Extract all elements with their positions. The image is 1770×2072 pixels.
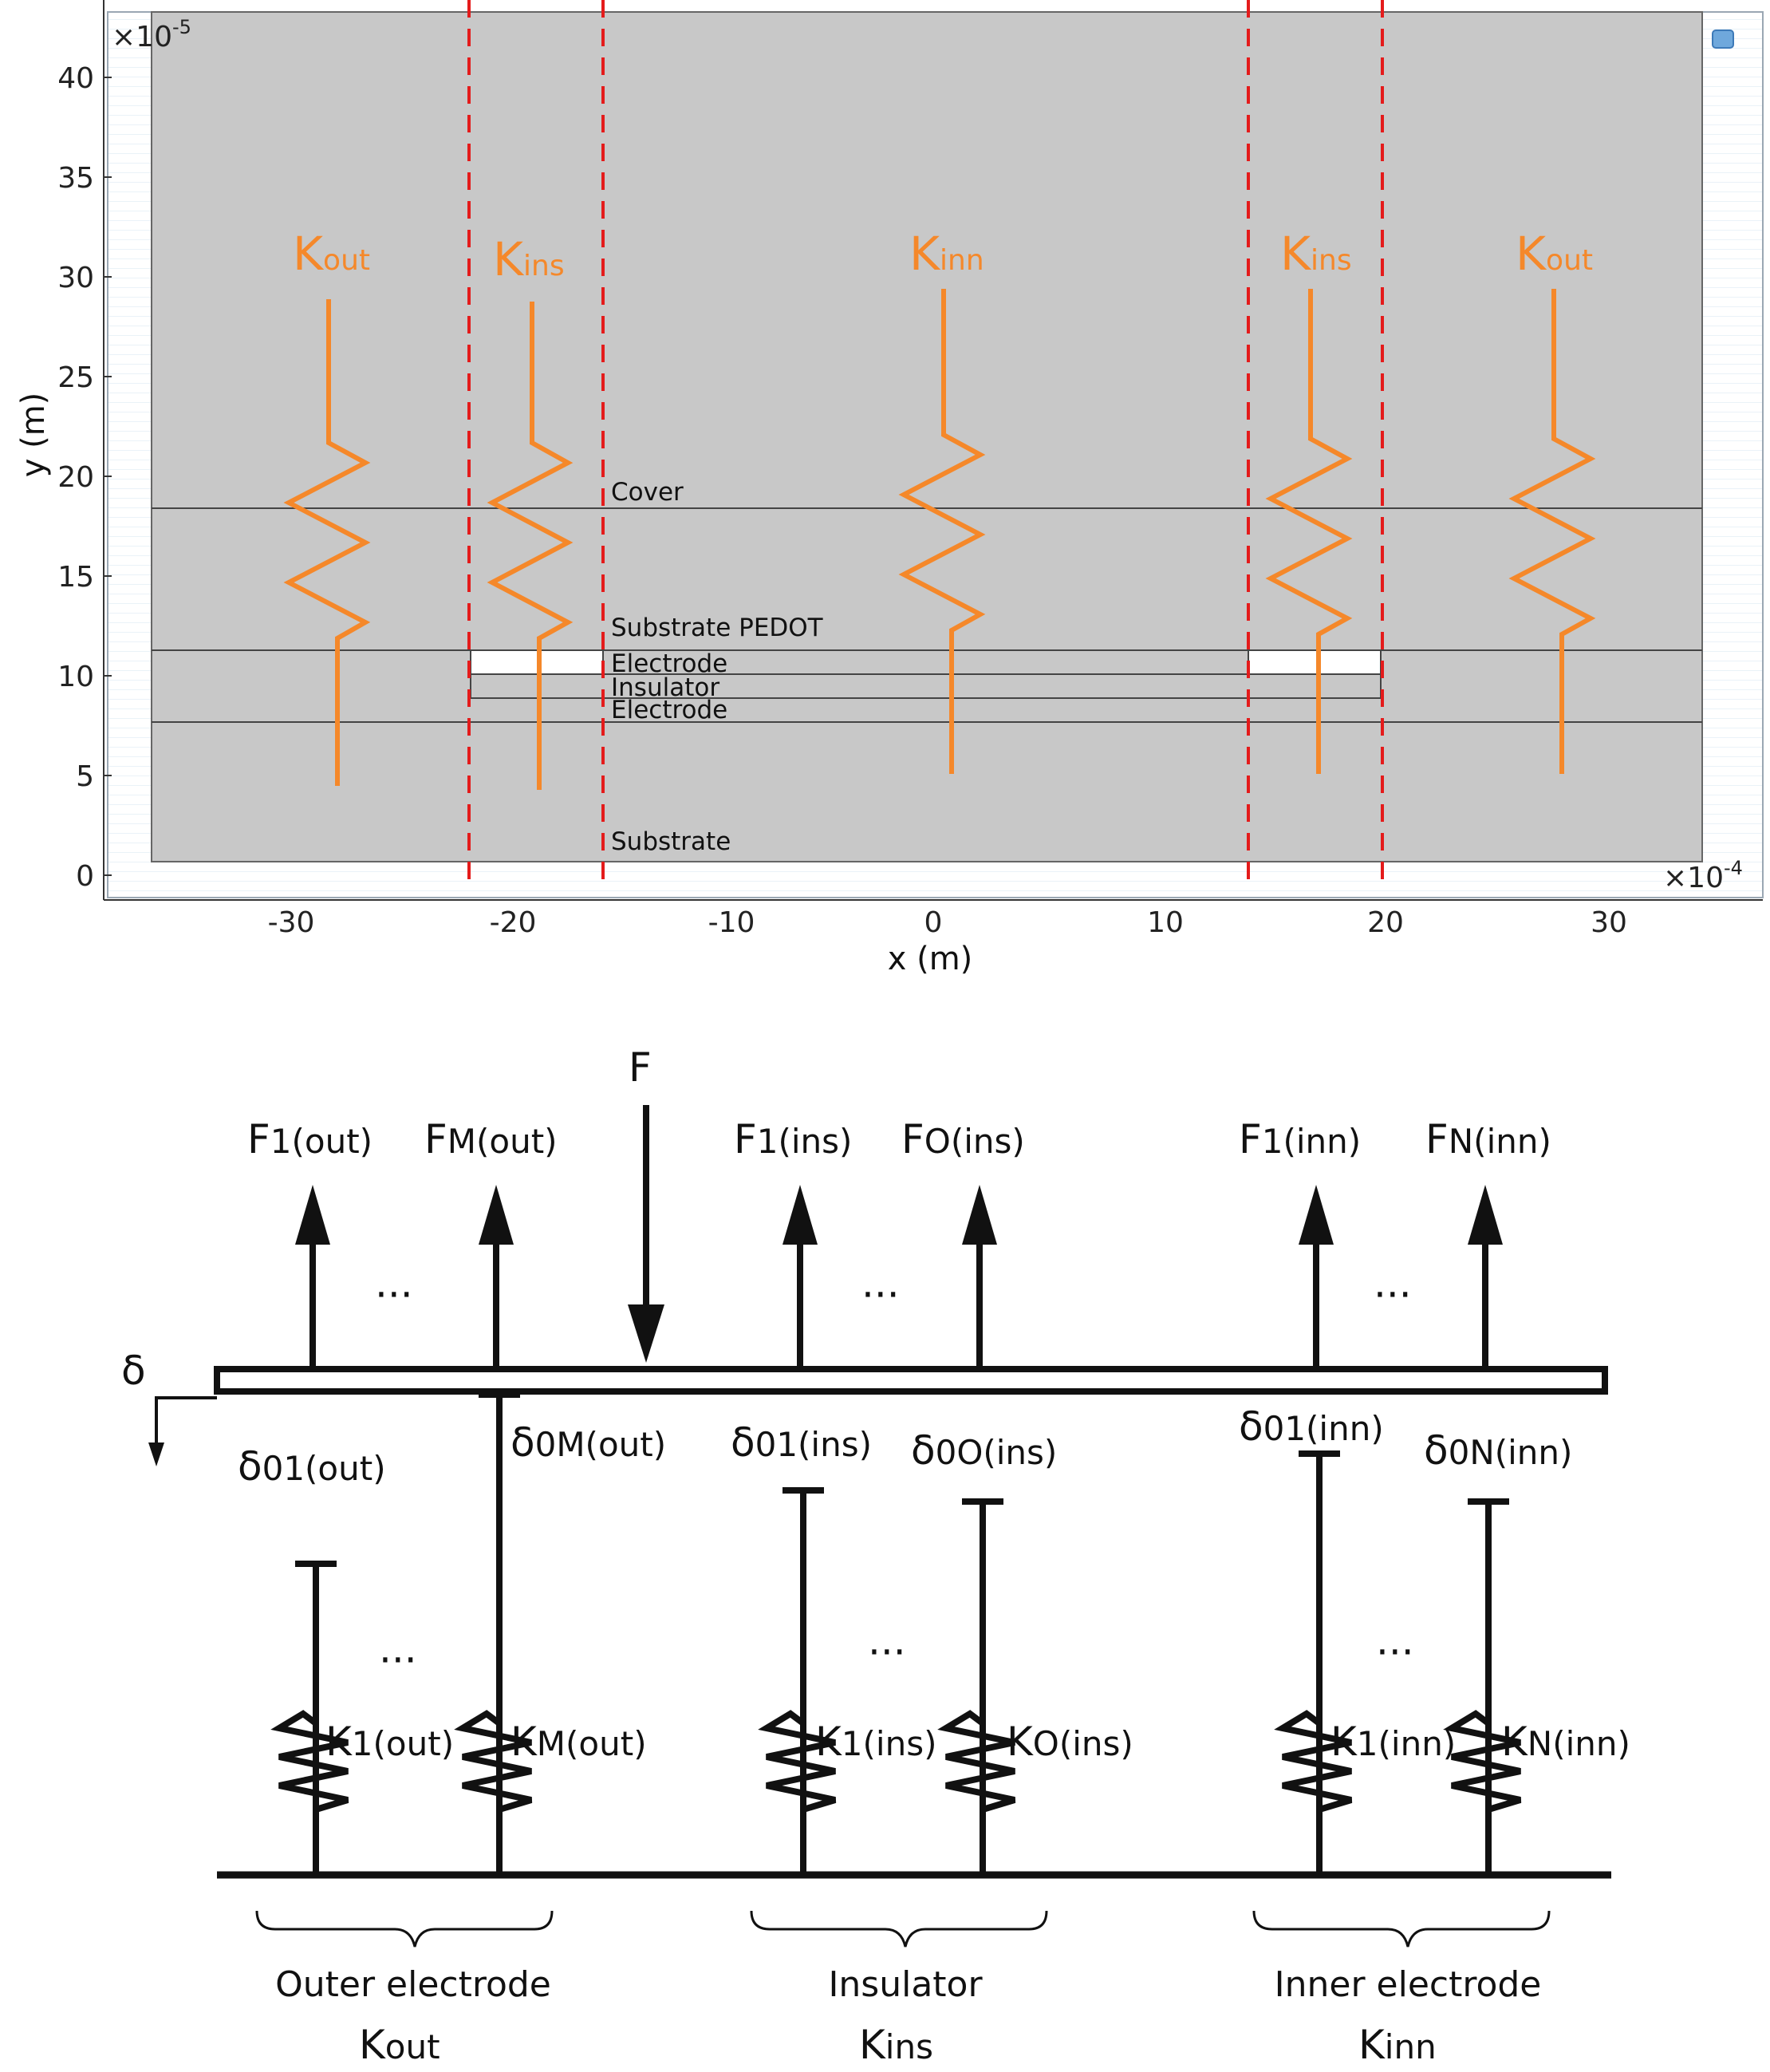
x-exponent-label: ×10-4	[1663, 857, 1743, 894]
x-tick-label: -10	[708, 906, 755, 939]
total-force-arrow-head	[628, 1304, 664, 1363]
y-tick-labels: 0 5 10 15 20 25 30 35 40	[57, 62, 94, 893]
spring-ins-right	[1265, 289, 1353, 774]
stiffness-label: KM(out)	[511, 1719, 647, 1765]
x-tick-label: 10	[1147, 906, 1184, 939]
y-tick-label: 0	[76, 860, 94, 893]
stiffness-label: K1(out)	[325, 1719, 454, 1765]
total-force-label: F	[629, 1044, 652, 1091]
force-ellipsis: ···	[1374, 1272, 1412, 1318]
delta-label: δ	[121, 1348, 146, 1394]
force-ellipsis: ···	[861, 1272, 900, 1318]
stiffness-label: K1(ins)	[815, 1719, 936, 1765]
layer-label-electrode-upper: Electrode	[611, 649, 727, 678]
x-tick-labels: -30 -20 -10 0 10 20 30	[268, 906, 1627, 939]
spring-ins-left	[487, 302, 574, 790]
x-axis-label: x (m)	[888, 941, 973, 977]
plot-spring-label: Kins	[1280, 227, 1352, 281]
force-label: F1(out)	[247, 1116, 373, 1162]
delta-axis	[155, 1396, 217, 1446]
spring-ellipsis: ···	[868, 1629, 906, 1675]
axes	[103, 0, 1763, 901]
fem-plot: Cover Substrate PEDOT Electrode Insulato…	[15, 0, 1764, 977]
group-braces	[255, 1910, 1551, 1948]
y-tick-label: 20	[57, 461, 94, 494]
plot-spring-label: Kout	[1516, 227, 1593, 281]
x-tick-label: -20	[490, 906, 537, 939]
reaction-forces	[295, 1185, 1503, 1369]
region-dividers	[467, 0, 1384, 882]
group-symbol: Kins	[859, 2022, 933, 2068]
layer-label-substrate: Substrate	[611, 827, 731, 856]
y-tick-label: 35	[57, 162, 94, 195]
layer-label-pedot: Substrate PEDOT	[611, 614, 824, 642]
y-tick-label: 15	[57, 561, 94, 594]
model-domain	[151, 11, 1703, 862]
group-symbol: Kout	[359, 2022, 440, 2068]
plot-spring-label: Kout	[293, 227, 370, 281]
x-tick-label: -30	[268, 906, 315, 939]
upper-electrode-right	[1248, 649, 1382, 675]
gap-label: δ0M(out)	[511, 1419, 666, 1466]
force-label: F1(inn)	[1239, 1116, 1361, 1162]
y-tick-label: 40	[57, 62, 94, 95]
stiffness-label: K1(inn)	[1330, 1719, 1456, 1765]
y-exponent-label: ×10-5	[112, 16, 191, 53]
gap-label: δ01(inn)	[1239, 1403, 1384, 1450]
force-label: FM(out)	[424, 1116, 558, 1162]
group-name: Outer electrode	[275, 1964, 551, 2005]
insulator-layer	[470, 673, 1382, 699]
layer-label-cover: Cover	[611, 478, 684, 507]
force-label: FN(inn)	[1425, 1116, 1551, 1162]
view-icon	[1712, 30, 1734, 49]
plot-spring-label: Kins	[493, 232, 565, 286]
spring-out-right	[1508, 289, 1596, 774]
gap-label: δ0O(ins)	[911, 1427, 1057, 1474]
spring-out-left	[283, 299, 371, 786]
y-tick-label: 30	[57, 262, 94, 294]
x-tick-label: 0	[924, 906, 943, 939]
rigid-beam	[214, 1366, 1608, 1395]
group-name: Insulator	[828, 1964, 983, 2005]
gap-label: δ01(ins)	[731, 1419, 872, 1466]
spring-model: δ F F1(out) FM(out) F1(ins) FO(ins) F1(i…	[121, 1044, 1630, 2068]
y-axis-label: y (m)	[15, 393, 52, 478]
layer-label-insulator: Insulator	[611, 673, 719, 702]
group-symbol: Kinn	[1358, 2022, 1437, 2068]
gap-label: δ0N(inn)	[1424, 1427, 1572, 1474]
force-ellipsis: ···	[375, 1272, 413, 1318]
stiffness-label: KO(ins)	[1007, 1719, 1133, 1765]
y-tick-label: 10	[57, 661, 94, 693]
y-tick-label: 25	[57, 361, 94, 394]
stiffness-label: KN(inn)	[1501, 1719, 1630, 1765]
x-tick-label: 30	[1591, 906, 1627, 939]
layer-label-electrode-lower: Electrode	[611, 696, 727, 724]
y-tick-marks	[104, 77, 112, 876]
plot-springs	[283, 289, 1596, 790]
spring-inn	[898, 289, 986, 774]
delta-arrow-head	[148, 1443, 164, 1466]
force-label: FO(ins)	[901, 1116, 1025, 1162]
spring-ellipsis: ···	[379, 1637, 417, 1683]
y-tick-label: 5	[76, 760, 94, 793]
group-name: Inner electrode	[1275, 1964, 1542, 2005]
model-springs	[270, 1391, 1522, 1875]
plot-spring-label: Kinn	[909, 227, 984, 281]
x-tick-label: 20	[1367, 906, 1404, 939]
gap-label: δ01(out)	[238, 1443, 386, 1490]
force-label: F1(ins)	[734, 1116, 852, 1162]
spring-ellipsis: ···	[1376, 1629, 1414, 1675]
